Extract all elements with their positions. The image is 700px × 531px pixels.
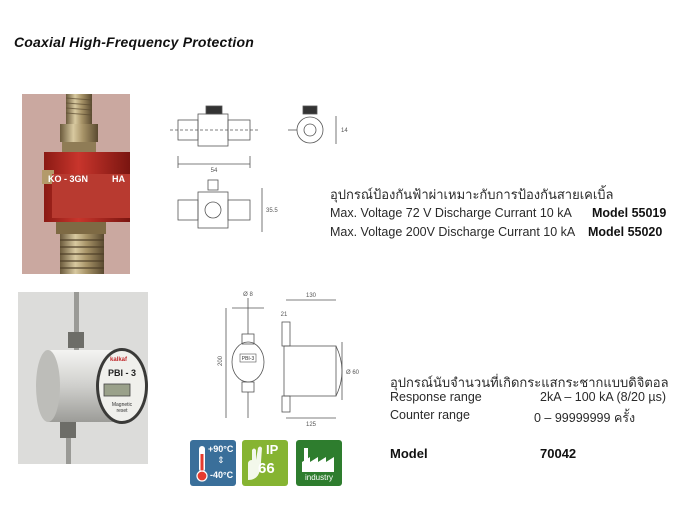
temperature-range-badge: +90°C ⇕ -40°C [190,440,236,486]
ip-value: 66 [258,460,275,477]
product1-spec-2: Max. Voltage 200V Discharge Currant 10 k… [330,225,576,239]
pbi3-counter-photo: kalkaf PBI - 3 Magnetic reset [18,292,148,464]
counter-range-label: Counter range [390,408,470,422]
counter-brand: kalkaf [110,357,128,363]
product1-model-2: Model 55020 [588,225,663,239]
counter-range-value: 0 – 99999999 ครั้ง [534,411,636,425]
temp-range-arrow: ⇕ [217,455,225,465]
arrester-label-model: KO - 3GN [48,174,89,184]
response-range-value: 2kA – 100 kA (8/20 µs) [540,390,667,404]
product1-model-1: Model 55019 [592,206,667,220]
counter-name: PBI - 3 [108,368,137,378]
temp-high-label: +90°C [208,444,234,454]
response-range-label: Response range [390,390,482,404]
dim-length-top: 130 [306,293,317,299]
temp-low-label: -40°C [210,470,234,480]
product2-description: อุปกรณ์นับจำนวนที่เกิดกระแสกระชากแบบดิจิ… [390,375,669,390]
dim-offset: 21 [281,312,288,318]
dim-length: 54 [211,168,218,174]
industry-label: industry [304,473,333,482]
dim-length-bottom: 125 [306,422,317,428]
dim-height: 14 [341,128,348,134]
dim-diameter: Ø 60 [346,370,360,376]
product1-description: อุปกรณ์ป้องกันฟ้าผ่าเหมาะกับการป้องกันสา… [330,187,614,202]
drawing-device-label: PBI-3 [242,356,255,362]
hand-icon [248,446,262,480]
coaxial-arrester-photo: KO - 3GN HA [22,94,130,274]
arrester-label-brand: HA [112,174,125,184]
model-label: Model [390,446,428,461]
dim-width: 35.5 [266,208,278,214]
dim-diameter-top: Ø 8 [243,292,253,298]
industry-badge: industry [296,440,342,486]
factory-icon [302,448,334,472]
model-value: 70042 [540,446,577,461]
dim-height: 200 [218,355,224,366]
pbi3-counter-drawing: Ø 8 130 21 Ø 60 200 125 PBI-3 [218,292,360,428]
coaxial-arrester-drawing: 54 14 35.5 [170,105,348,232]
counter-caption: Magnetic reset [111,402,133,414]
page-title: Coaxial High-Frequency Protection [14,34,254,50]
product1-spec-1: Max. Voltage 72 V Discharge Currant 10 k… [330,206,572,220]
ip-rating-badge: IP 66 [242,440,288,486]
ip-label: IP [266,442,279,457]
thermometer-icon [196,446,208,482]
